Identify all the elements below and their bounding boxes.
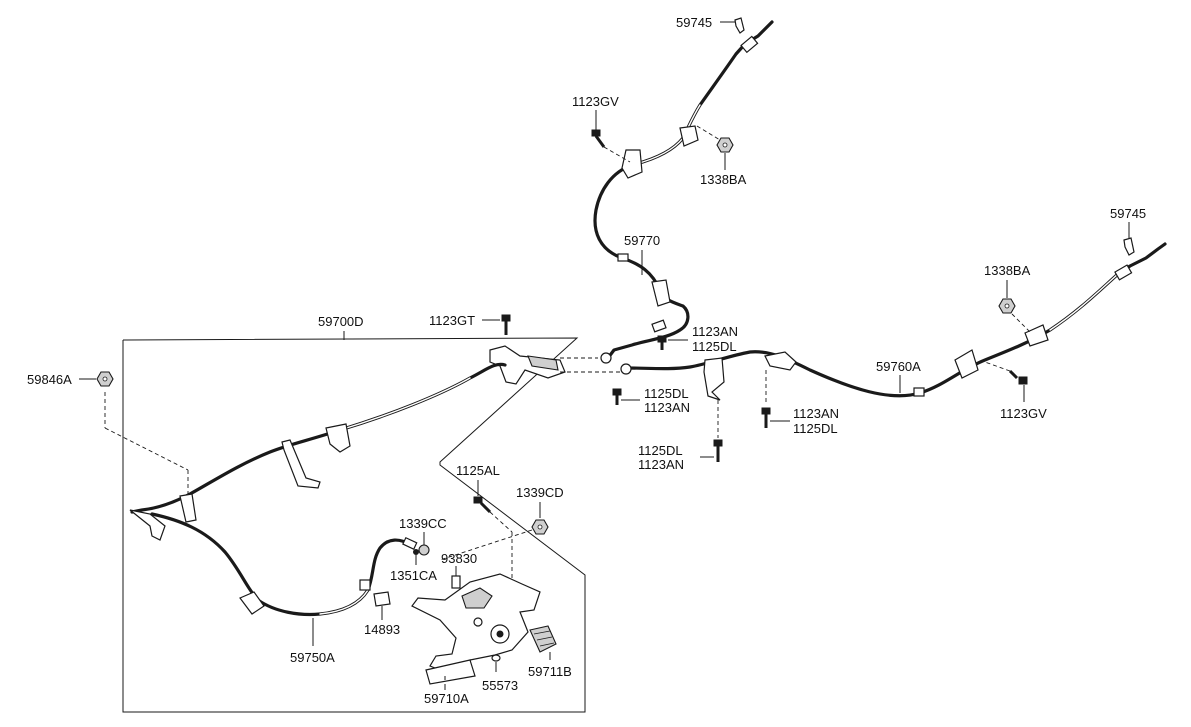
- bolt-1125al: 1125AL: [456, 463, 513, 580]
- cable-59770: [593, 20, 774, 364]
- bolt-1125dl-1123an-d: 1125DL 1123AN: [638, 400, 723, 472]
- label-1351ca: 1351CA: [390, 568, 437, 583]
- label-1339cc: 1339CC: [399, 516, 447, 531]
- cable-59750a: 59750A: [150, 512, 418, 665]
- stopper-55573: 55573: [482, 654, 518, 693]
- clip-14893: 14893: [364, 591, 400, 637]
- clip-59745-top: 59745: [676, 15, 745, 34]
- label-1125dl-b: 1125DL: [644, 386, 689, 401]
- label-59760a: 59760A: [876, 359, 921, 374]
- clip-59745-right: 59745: [1110, 206, 1146, 256]
- label-1125dl-c: 1125DL: [793, 421, 838, 436]
- bolt-1125dl-1123an-b: 1125DL 1123AN: [612, 386, 690, 415]
- label-1338ba-right: 1338BA: [984, 263, 1031, 278]
- label-59846a: 59846A: [27, 372, 72, 387]
- assembly-frame-59700d: [122, 331, 586, 713]
- label-14893: 14893: [364, 622, 400, 637]
- pedal-assembly-59710a: 59710A: [411, 573, 541, 706]
- bolt-1123gv-right: 1123GV: [984, 361, 1047, 421]
- equalizer-bracket: 1123GT: [429, 313, 620, 385]
- label-1339cd: 1339CD: [516, 485, 564, 500]
- label-93830: 93830: [441, 551, 477, 566]
- label-1123an-c: 1123AN: [793, 406, 839, 421]
- label-1125dl-a: 1125DL: [692, 339, 737, 354]
- label-1123an-a: 1123AN: [692, 324, 738, 339]
- label-1123gt: 1123GT: [429, 313, 475, 328]
- label-59750a: 59750A: [290, 650, 335, 665]
- bolt-1123an-1125dl-c: 1123AN 1125DL: [761, 370, 839, 436]
- label-59710a: 59710A: [424, 691, 469, 706]
- label-1125al: 1125AL: [456, 463, 500, 478]
- label-1125dl-d: 1125DL: [638, 443, 683, 458]
- label-1123an-b: 1123AN: [644, 400, 690, 415]
- bolt-1123gv-top: 1123GV: [572, 94, 631, 163]
- switch-93830: 93830: [441, 551, 477, 589]
- nut-59846a: 59846A: [27, 371, 114, 387]
- label-55573: 55573: [482, 678, 518, 693]
- nut-1339cd: 1339CD: [439, 485, 564, 561]
- nut-1338ba-right: 1338BA: [984, 263, 1031, 333]
- label-59700d: 59700D: [318, 314, 364, 329]
- label-59745-right: 59745: [1110, 206, 1146, 221]
- label-1338ba-top: 1338BA: [700, 172, 747, 187]
- cable-59700d-front: [104, 362, 507, 541]
- label-59770: 59770: [624, 233, 660, 248]
- label-1123gv-top: 1123GV: [572, 94, 619, 109]
- label-59745-top: 59745: [676, 15, 712, 30]
- nut-1339cc-1351ca: 1339CC 1351CA: [390, 516, 447, 583]
- label-1123gv-right: 1123GV: [1000, 406, 1047, 421]
- label-1123an-d: 1123AN: [638, 457, 684, 472]
- pedal-pad-59711b: 59711B: [528, 625, 572, 679]
- cable-59760a: [620, 242, 1167, 401]
- nut-1338ba-top: 1338BA: [696, 125, 747, 187]
- bolt-1123an-1125dl-a: 1123AN 1125DL: [657, 324, 738, 354]
- label-59711b: 59711B: [528, 664, 572, 679]
